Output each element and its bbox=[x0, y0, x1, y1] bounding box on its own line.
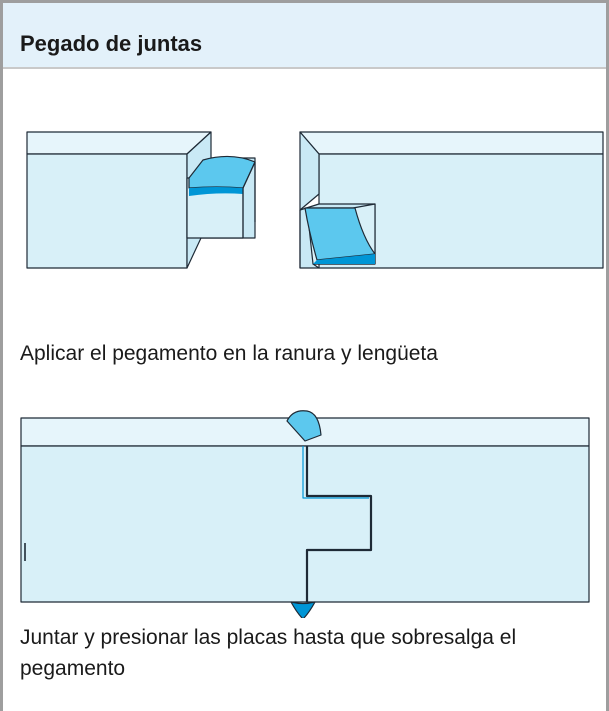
card-title: Pegado de juntas bbox=[20, 31, 203, 56]
joint-line bbox=[305, 446, 373, 602]
glue-application-illustration bbox=[26, 131, 604, 269]
glue-bead-top bbox=[286, 410, 322, 442]
caption-join-press: Juntar y presionar las placas hasta que … bbox=[20, 626, 517, 680]
joined-boards bbox=[20, 410, 590, 618]
caption-apply-glue: Aplicar el pegamento en la ranura y leng… bbox=[20, 342, 438, 365]
right-board-groove bbox=[299, 131, 604, 269]
joined-boards-illustration bbox=[20, 410, 590, 618]
left-board-tongue bbox=[26, 131, 256, 269]
glue-bead-bottom bbox=[290, 601, 316, 618]
card-header: Pegado de juntas bbox=[3, 3, 606, 69]
